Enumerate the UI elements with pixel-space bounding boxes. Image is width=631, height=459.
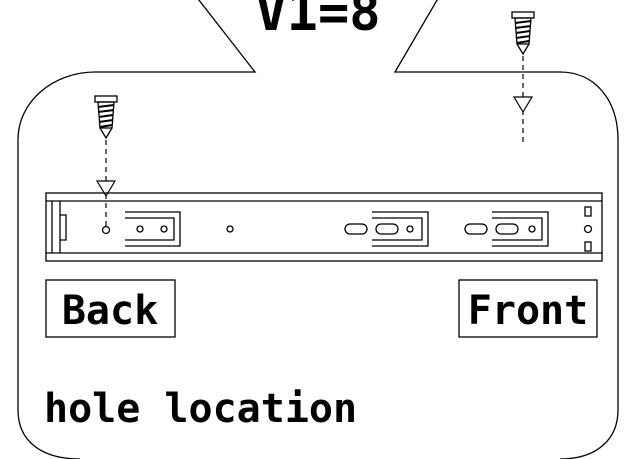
arrow-down-icon [512,96,534,114]
callout-text: V1=8 [255,0,380,43]
screw-icon [94,95,118,140]
front-label-text: Front [468,288,588,334]
caption: hole location [44,386,357,432]
mounting-hole-back [101,225,111,235]
drawer-slide-rail [45,192,603,262]
arrow-down-icon [95,180,117,198]
screw-right [511,11,535,145]
callout-bubble: V1=8 [17,0,619,459]
front-label: Front [458,279,598,338]
screw-icon [511,11,535,56]
screw-left [94,95,118,228]
back-label-text: Back [62,288,158,334]
back-label: Back [45,279,176,338]
